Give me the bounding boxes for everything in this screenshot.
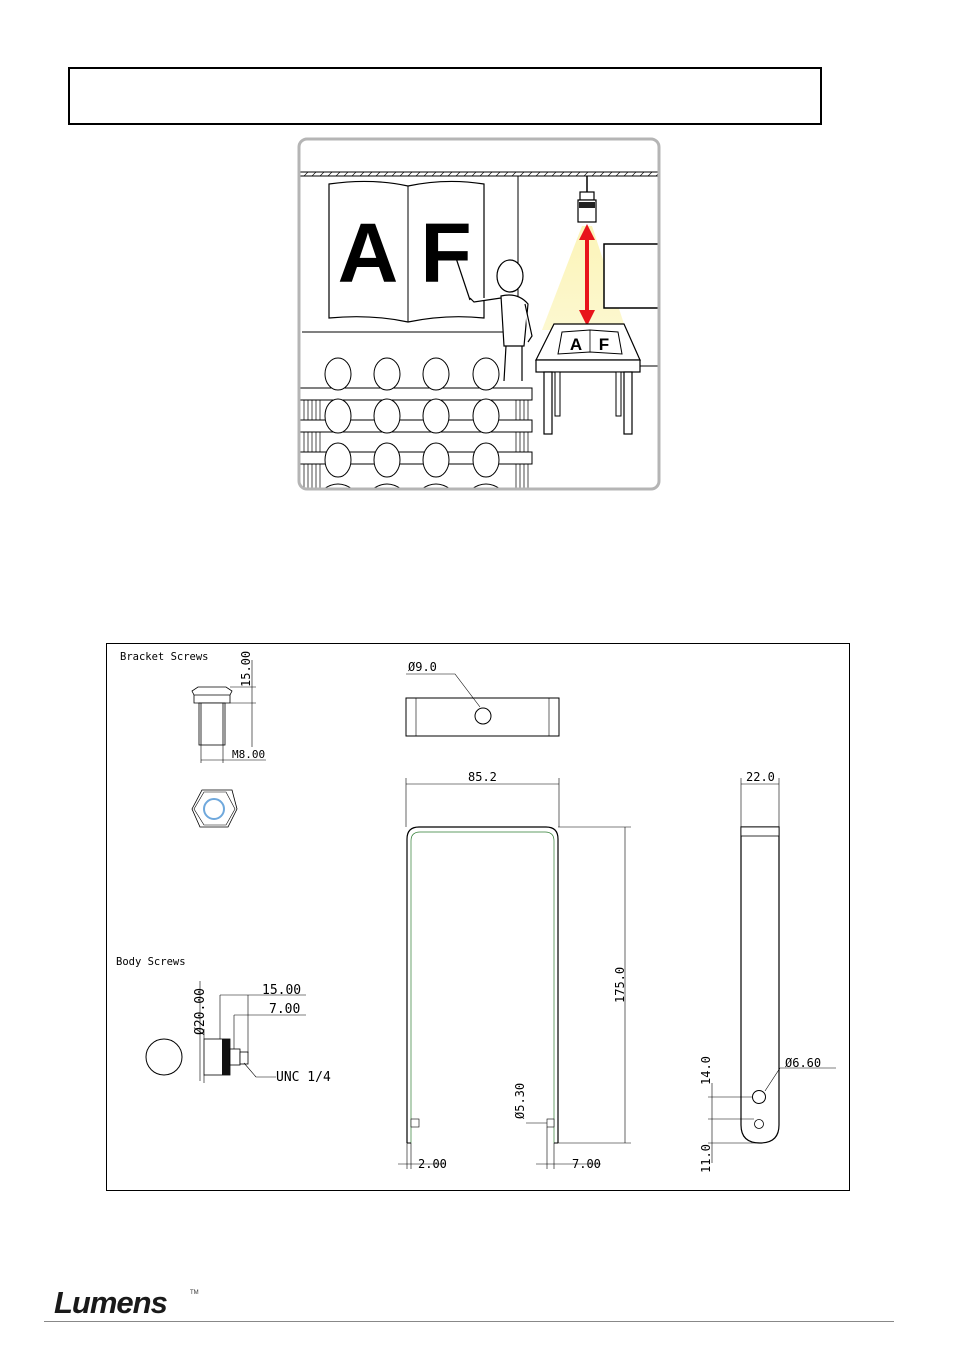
- front-pin-diameter: Ø5.30: [513, 1083, 527, 1119]
- classroom-illustration: A F: [297, 137, 661, 491]
- body-screw-side-view: [203, 1038, 249, 1076]
- illustration-frame: [297, 137, 661, 491]
- front-dim-left: 2.00: [418, 1157, 447, 1171]
- side-dim-upper: 14.0: [699, 1056, 713, 1085]
- bracket-technical-drawing: Bracket Screws 15.00 M8.00 Body Screws: [106, 643, 850, 1191]
- bracket-screw-side-view: [191, 686, 233, 746]
- front-dim-height: 175.0: [613, 967, 627, 1003]
- top-view-hole: Ø9.0: [408, 660, 437, 674]
- table-letter-a: A: [570, 335, 582, 354]
- wall-letter-f: F: [420, 206, 471, 300]
- table-letter-f: F: [599, 335, 609, 354]
- wall-letter-a: A: [338, 206, 399, 300]
- bracket-screws-title: Bracket Screws: [120, 651, 209, 663]
- bracket-screw-nut: [191, 789, 238, 828]
- audience: [299, 357, 533, 489]
- bracket-front-view: [406, 826, 559, 1144]
- teacher-figure: [455, 257, 533, 382]
- side-dim-lower: 11.0: [699, 1144, 713, 1173]
- body-dim-thread: UNC 1/4: [276, 1070, 331, 1085]
- bracket-dim-height: 15.00: [239, 651, 253, 687]
- side-dim-width: 22.0: [746, 770, 775, 784]
- footer-divider: [44, 1321, 894, 1322]
- lumens-logo: Lumens TM: [54, 1285, 199, 1318]
- logo-trademark: TM: [190, 1290, 199, 1296]
- body-dim-len2: 7.00: [269, 1002, 300, 1017]
- front-dim-width: 85.2: [468, 770, 497, 784]
- header-box: [68, 67, 822, 125]
- bracket-side-view: [740, 826, 836, 1144]
- distance-arrow: [579, 224, 595, 326]
- body-dim-len1: 15.00: [262, 983, 301, 998]
- bracket-top-view: [405, 673, 560, 737]
- front-dim-right: 7.00: [572, 1157, 601, 1171]
- side-dim-hole: Ø6.60: [785, 1056, 821, 1070]
- body-dim-diameter: Ø20.00: [193, 988, 208, 1035]
- body-screw-end-view: [145, 1038, 183, 1076]
- logo-text: Lumens: [54, 1285, 168, 1318]
- bracket-dim-thread: M8.00: [232, 748, 265, 761]
- body-screws-title: Body Screws: [116, 956, 186, 968]
